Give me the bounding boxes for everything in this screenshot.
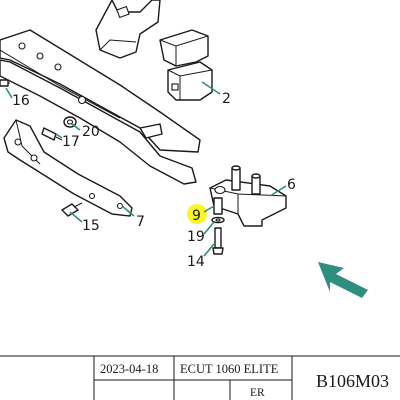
title-block: 2023-04-18 ECUT 1060 ELITE ER B106M03 — [0, 355, 400, 400]
upper-bracket — [95, 0, 161, 59]
screw-15 — [61, 202, 83, 217]
callout-9: 9 — [192, 208, 201, 224]
callout-highlight — [187, 204, 207, 224]
callout-7: 7 — [136, 214, 145, 230]
callout-14: 14 — [187, 254, 205, 270]
callout-17: 17 — [62, 134, 80, 150]
callout-6: 6 — [287, 177, 296, 193]
screw-16 — [0, 79, 10, 87]
callout-2: 2 — [222, 91, 231, 107]
title-block-product: ECUT 1060 ELITE — [180, 362, 279, 376]
callout-15: 15 — [82, 218, 100, 234]
bolt-stack — [211, 197, 225, 255]
callout-16: 16 — [12, 93, 30, 109]
direction-arrow — [318, 262, 368, 298]
callout-20: 20 — [82, 124, 100, 140]
frame-rail — [0, 29, 201, 185]
callout-labels: 2 6 7 9 14 15 16 17 19 20 — [12, 91, 296, 270]
title-block-code: ER — [250, 387, 265, 399]
title-block-date: 2023-04-18 — [100, 362, 158, 376]
screw-17 — [41, 127, 63, 141]
lower-arm-part — [3, 119, 133, 217]
leader-lines — [5, 81, 287, 257]
callout-19: 19 — [187, 229, 205, 245]
mounting-block-part — [209, 165, 287, 227]
clamp-block-part — [159, 29, 213, 101]
title-block-drawing-number: B106M03 — [316, 371, 389, 391]
